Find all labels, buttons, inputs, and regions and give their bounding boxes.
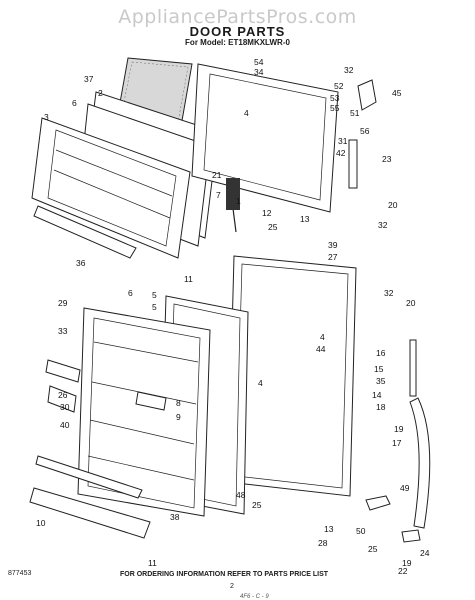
liner-shelf-c — [89, 419, 195, 445]
freezer-door-shelf — [33, 205, 137, 259]
callout-14: 14 — [372, 390, 382, 400]
callout-5: 5 — [152, 290, 157, 300]
callout-4: 4 — [320, 332, 325, 342]
callout-28: 28 — [318, 538, 328, 548]
freezer-door-frame-inner — [203, 73, 327, 201]
callout-13: 13 — [324, 524, 334, 534]
callout-2: 2 — [98, 88, 103, 98]
callout-26: 26 — [58, 390, 68, 400]
door-shelf-33 — [45, 359, 81, 383]
callout-48: 48 — [236, 490, 246, 500]
callout-3: 3 — [44, 112, 49, 122]
door-shelf-26 — [47, 385, 77, 413]
freezer-door-frame — [191, 63, 339, 213]
callout-15: 15 — [374, 364, 384, 374]
callout-53: 53 — [330, 93, 340, 103]
callout-51: 51 — [350, 108, 360, 118]
hinge-45 — [357, 79, 377, 111]
callout-1: 1 — [236, 196, 241, 206]
callout-21: 21 — [212, 170, 222, 180]
bottom-door-shelf — [29, 487, 151, 539]
fresh-food-handle — [409, 397, 431, 529]
model-line: For Model: ET18MKXLWR-0 — [185, 38, 290, 47]
callout-24: 24 — [420, 548, 430, 558]
fresh-food-liner-inner — [87, 317, 201, 509]
dairy-door — [135, 391, 167, 411]
callout-23: 23 — [382, 154, 392, 164]
callout-40: 40 — [60, 420, 70, 430]
callout-33: 33 — [58, 326, 68, 336]
callout-4: 4 — [244, 108, 249, 118]
liner-shelf-1 — [55, 149, 173, 197]
page-number: 2 — [230, 583, 234, 590]
liner-shelf-2 — [53, 169, 171, 219]
callout-20: 20 — [406, 298, 416, 308]
gasket-strip — [226, 178, 240, 210]
callout-39: 39 — [328, 240, 338, 250]
callout-35: 35 — [376, 376, 386, 386]
freezer-handle — [348, 139, 358, 189]
callout-38: 38 — [170, 512, 180, 522]
callout-22: 22 — [398, 566, 408, 576]
callout-50: 50 — [356, 526, 366, 536]
callout-55: 55 — [330, 103, 340, 113]
callout-54: 54 — [254, 57, 264, 67]
callout-10: 10 — [36, 518, 46, 528]
liner-shelf-a — [93, 341, 199, 363]
callout-44: 44 — [316, 344, 326, 354]
callout-32: 32 — [384, 288, 394, 298]
callout-20: 20 — [388, 200, 398, 210]
callout-49: 49 — [400, 483, 410, 493]
fresh-food-liner — [77, 307, 211, 517]
callout-7: 7 — [216, 190, 221, 200]
diagram-title: DOOR PARTS — [189, 24, 286, 39]
callout-6: 6 — [128, 288, 133, 298]
callout-32: 32 — [378, 220, 388, 230]
callout-8: 8 — [176, 398, 181, 408]
hinge-49 — [365, 495, 391, 511]
freezer-door-liner-inner — [47, 129, 177, 247]
callout-16: 16 — [376, 348, 386, 358]
callout-31: 31 — [338, 136, 348, 146]
callout-25: 25 — [368, 544, 378, 554]
watermark: AppliancePartsPros.com — [118, 6, 357, 28]
callout-32: 32 — [344, 65, 354, 75]
callout-19: 19 — [402, 558, 412, 568]
revision-signature: 4F6 - C - 9 — [240, 594, 269, 600]
ordering-note: FOR ORDERING INFORMATION REFER TO PARTS … — [120, 571, 329, 578]
door-bar — [35, 455, 143, 499]
callout-52: 52 — [334, 81, 344, 91]
callout-5: 5 — [152, 302, 157, 312]
pad-24 — [401, 529, 421, 543]
freezer-door-liner — [31, 117, 191, 259]
callout-29: 29 — [58, 298, 68, 308]
callout-36: 36 — [76, 258, 86, 268]
callout-13: 13 — [300, 214, 310, 224]
callout-27: 27 — [328, 252, 338, 262]
callout-37: 37 — [84, 74, 94, 84]
callout-19: 19 — [394, 424, 404, 434]
callout-30: 30 — [60, 402, 70, 412]
handle-15 — [409, 339, 417, 397]
callout-45: 45 — [392, 88, 402, 98]
callout-25: 25 — [252, 500, 262, 510]
callout-25: 25 — [268, 222, 278, 232]
callout-17: 17 — [392, 438, 402, 448]
callout-9: 9 — [176, 412, 181, 422]
callout-42: 42 — [336, 148, 346, 158]
callout-34: 34 — [254, 67, 264, 77]
callout-4: 4 — [258, 378, 263, 388]
callout-6: 6 — [72, 98, 77, 108]
callout-56: 56 — [360, 126, 370, 136]
callout-11: 11 — [148, 558, 157, 568]
callout-11: 11 — [184, 274, 193, 284]
insulation-texture — [119, 61, 189, 129]
part-number: 877453 — [8, 570, 32, 577]
callout-12: 12 — [262, 208, 272, 218]
callout-18: 18 — [376, 402, 386, 412]
liner-shelf-d — [87, 455, 195, 481]
